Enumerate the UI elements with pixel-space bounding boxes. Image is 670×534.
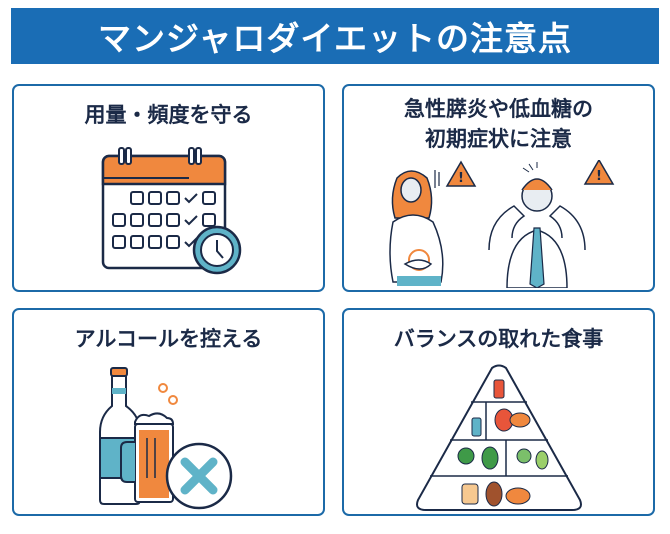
woman-stomach-pain-icon (388, 170, 443, 286)
card-title: バランスの取れた食事 (393, 327, 604, 351)
page-title: マンジャロダイエットの注意点 (97, 19, 573, 58)
food-pyramid-icon (415, 364, 582, 511)
card-title-line2: 初期症状に注意 (425, 127, 572, 151)
card-dosage: 用量・頻度を守る (12, 84, 325, 292)
no-alcohol-icon (98, 367, 232, 510)
beer-mug-icon (119, 412, 174, 503)
man-headache-icon (487, 162, 586, 288)
card-title-line1: 急性膵炎や低血糖の (404, 97, 593, 121)
card-title: アルコールを控える (74, 327, 263, 351)
svg-text:!: ! (596, 169, 602, 184)
page-header: マンジャロダイエットの注意点 (11, 8, 659, 64)
calendar-clock-icon (101, 147, 241, 275)
card-title: 用量・頻度を守る (84, 103, 253, 127)
svg-text:!: ! (458, 171, 464, 186)
card-symptoms: 急性膵炎や低血糖の 初期症状に注意 ! ! (342, 84, 655, 292)
symptoms-warning-icon: ! ! (388, 160, 614, 288)
card-alcohol: アルコールを控える (12, 308, 325, 516)
card-balanced-diet: バランスの取れた食事 (342, 308, 655, 516)
